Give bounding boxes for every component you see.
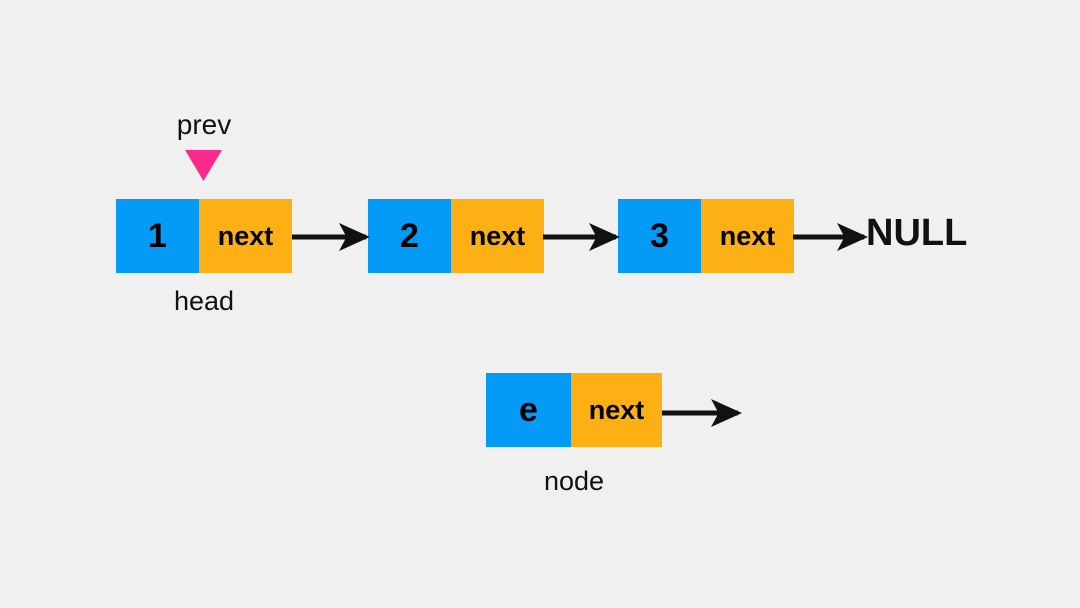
node-value-cell: 1 <box>116 199 199 273</box>
node-next-cell: next <box>199 199 292 273</box>
list-node-3[interactable]: 3 next <box>618 199 794 273</box>
null-terminator-label: NULL <box>866 212 968 254</box>
node-caption-node: node <box>543 466 605 496</box>
node-next-cell: next <box>571 373 662 447</box>
prev-pointer-triangle-icon <box>185 150 222 181</box>
new-node-e[interactable]: e next <box>486 373 662 447</box>
node-value-cell: 3 <box>618 199 701 273</box>
node-value-cell: e <box>486 373 571 447</box>
list-node-1[interactable]: 1 next <box>116 199 292 273</box>
list-node-2[interactable]: 2 next <box>368 199 544 273</box>
node-value-cell: 2 <box>368 199 451 273</box>
node-caption-head: head <box>173 286 235 316</box>
pointer-label-prev: prev <box>176 109 232 140</box>
node-next-cell: next <box>701 199 794 273</box>
node-next-cell: next <box>451 199 544 273</box>
